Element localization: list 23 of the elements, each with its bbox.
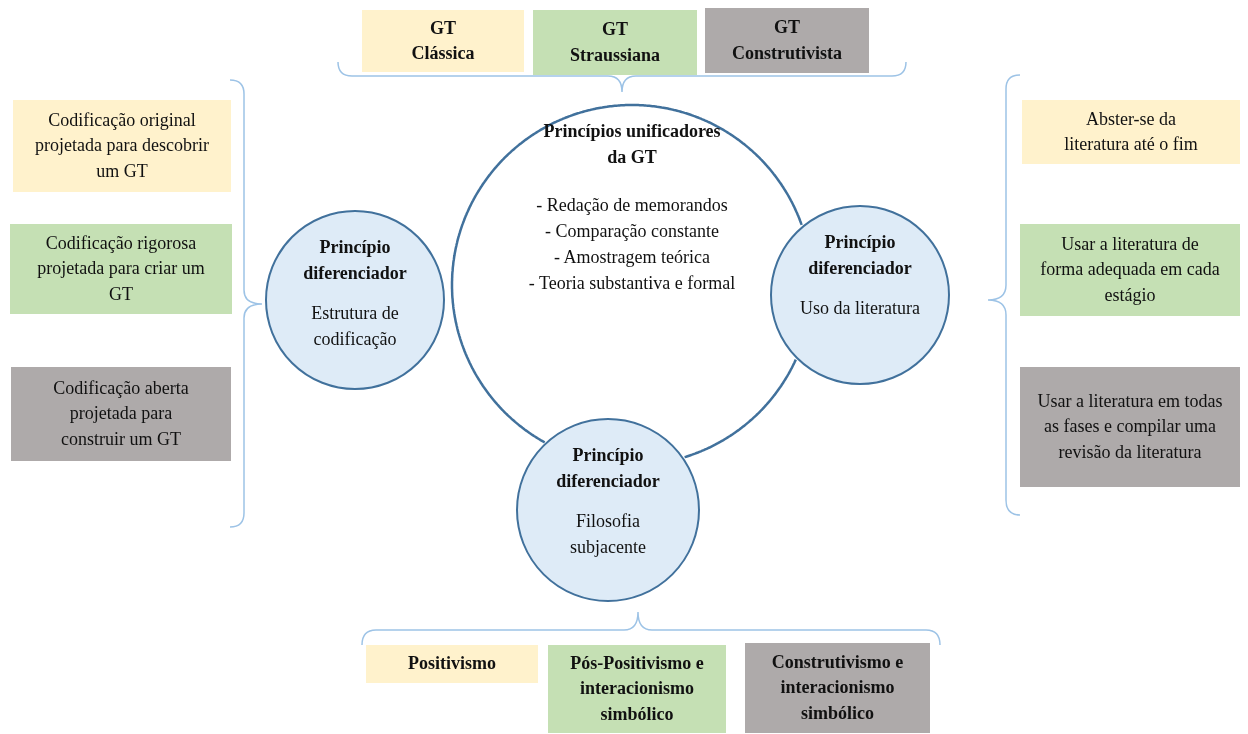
bullet-item: - Comparação constante bbox=[544, 220, 720, 244]
category-box: Codificação rigorosa projetada para criar um GT bbox=[10, 224, 232, 314]
category-box: Construtivismo e interacionismo simbólico bbox=[745, 643, 930, 733]
circle-text: Filosofia subjacente bbox=[569, 510, 647, 560]
category-box: GT Construtivista bbox=[705, 8, 869, 73]
category-box: GT Clássica bbox=[362, 10, 524, 72]
bullet-item: - Amostragem teórica bbox=[553, 246, 711, 270]
category-box: GT Straussiana bbox=[533, 10, 697, 75]
category-box: Abster-se da literatura até o fim bbox=[1022, 100, 1240, 164]
category-box: Positivismo bbox=[366, 645, 538, 683]
circle-heading: Princípio diferenciador bbox=[807, 231, 913, 281]
circle-text: Estrutura de codificação bbox=[310, 302, 400, 352]
circle-heading: Princípio diferenciador bbox=[555, 444, 661, 494]
category-box: Codificação aberta projetada para construir um GT bbox=[11, 367, 231, 461]
category-box: Pós-Positivismo e interacionismo simbólico bbox=[548, 645, 726, 733]
category-box: Codificação original projetada para descobrir um GT bbox=[13, 100, 231, 192]
category-box: Usar a literatura de forma adequada em cada estágio bbox=[1020, 224, 1240, 316]
circle-text: Uso da literatura bbox=[799, 297, 921, 321]
category-box: Usar a literatura em todas as fases e compilar uma revisão da literatura bbox=[1020, 367, 1240, 487]
bullet-item: - Redação de memorandos bbox=[535, 194, 729, 218]
bullet-item: - Teoria substantiva e formal bbox=[527, 272, 737, 296]
circle-heading: Princípio diferenciador bbox=[302, 236, 408, 286]
circle-heading: Princípios unificadores da GT bbox=[542, 120, 722, 170]
